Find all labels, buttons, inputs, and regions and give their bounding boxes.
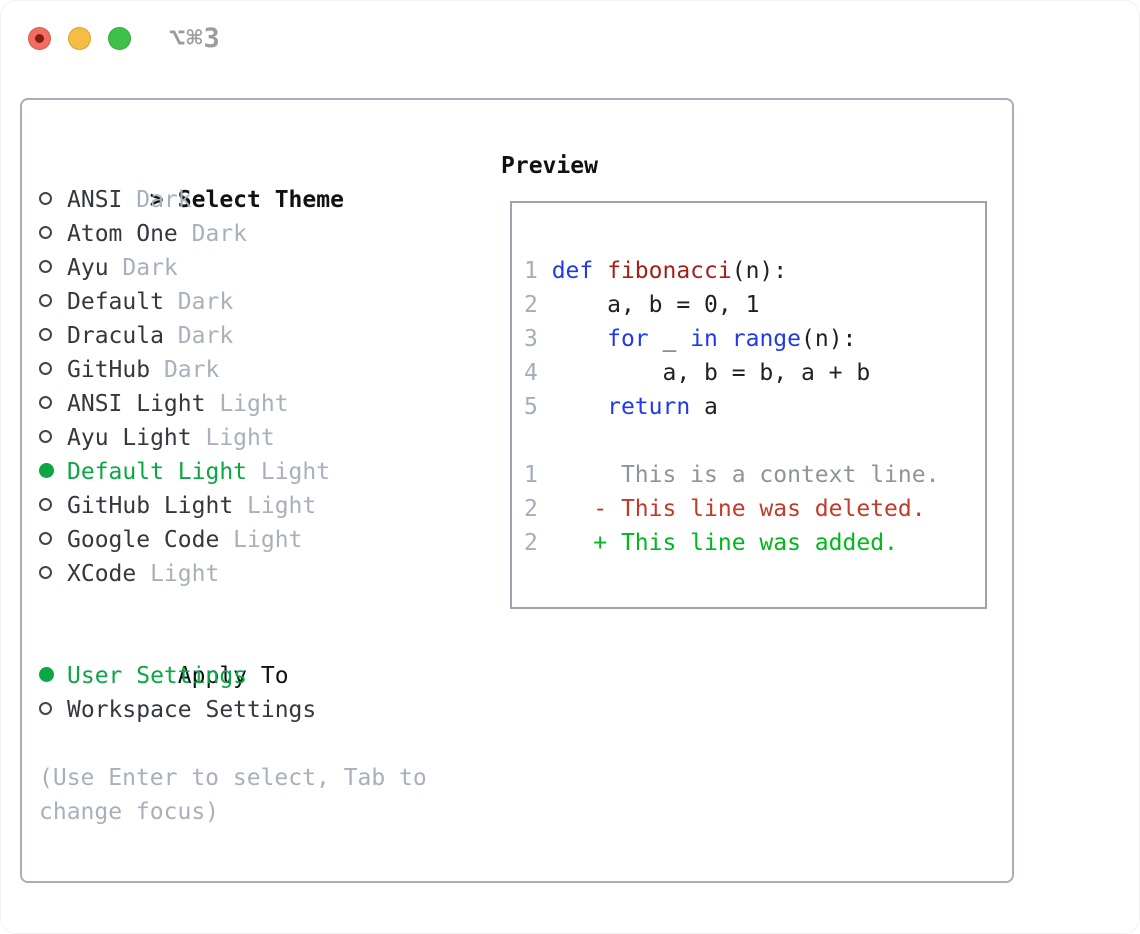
code-line-3: 3 for _ in range(n): [524, 326, 857, 352]
radio-icon [39, 566, 52, 579]
theme-name: GitHub Light [67, 493, 234, 519]
theme-option-ansi-light[interactable]: ANSI Light Light [39, 387, 484, 421]
theme-name: Ayu [67, 255, 109, 281]
diff-deleted-line: 2 - This line was deleted. [524, 496, 926, 522]
theme-option-default-light[interactable]: Default Light Light [39, 455, 484, 489]
theme-variant-label: Light [136, 561, 220, 587]
close-dot-icon [35, 34, 44, 43]
theme-name: Google Code [67, 527, 220, 553]
apply-option-label: User Settings [67, 663, 248, 689]
theme-option-ayu[interactable]: Ayu Dark [39, 251, 484, 285]
apply-option-label: Workspace Settings [67, 697, 317, 723]
code-line-5: 5 return a [524, 394, 718, 420]
code-preview: 1 def fibonacci(n): 2 a, b = 0, 1 3 for _ … [524, 254, 977, 560]
code-line-2: 2 a, b = 0, 1 [524, 292, 760, 318]
traffic-light-zoom-button[interactable] [108, 27, 131, 50]
theme-name: Default [67, 289, 164, 315]
theme-option-dracula[interactable]: Dracula Dark [39, 319, 484, 353]
diff-context-line: 1 This is a context line. [524, 462, 940, 488]
preview-title: Preview [501, 153, 598, 179]
theme-option-github-light[interactable]: GitHub Light Light [39, 489, 484, 523]
theme-variant-label: Dark [122, 187, 192, 213]
radio-icon [39, 532, 52, 545]
help-text: (Use Enter to select, Tab to change focu… [39, 765, 427, 825]
theme-name: Atom One [67, 221, 178, 247]
theme-name: Ayu Light [67, 425, 192, 451]
spacer [39, 727, 484, 761]
theme-name: ANSI [67, 187, 123, 213]
radio-icon [39, 498, 52, 511]
titlebar: ⌥⌘3 [1, 1, 1139, 76]
theme-name: Dracula [67, 323, 164, 349]
code-line-4: 4 a, b = b, a + b [524, 360, 871, 386]
diff-added-line: 2 + This line was added. [524, 530, 898, 556]
radio-selected-icon [39, 463, 54, 478]
theme-option-atom-one[interactable]: Atom One Dark [39, 217, 484, 251]
traffic-light-close-button[interactable] [28, 27, 51, 50]
apply-option-workspace-settings[interactable]: Workspace Settings [39, 693, 484, 727]
theme-option-ayu-light[interactable]: Ayu Light Light [39, 421, 484, 455]
blank-line [524, 424, 977, 458]
traffic-light-minimize-button[interactable] [68, 27, 91, 50]
window-shortcut-label: ⌥⌘3 [169, 23, 221, 54]
theme-variant-label: Dark [108, 255, 178, 281]
radio-icon [39, 226, 52, 239]
theme-option-xcode[interactable]: XCode Light [39, 557, 484, 591]
theme-name: GitHub [67, 357, 151, 383]
radio-icon [39, 362, 52, 375]
theme-variant-label: Light [247, 459, 331, 485]
theme-name: Default Light [67, 459, 248, 485]
spacer [39, 591, 484, 625]
theme-variant-label: Dark [163, 289, 234, 315]
theme-variant-label: Light [219, 527, 303, 553]
preview-box: 1 def fibonacci(n): 2 a, b = 0, 1 3 for _ … [510, 201, 987, 609]
apply-to-title: Apply To [177, 663, 289, 689]
theme-option-github[interactable]: GitHub Dark [39, 353, 484, 387]
theme-variant-label: Dark [163, 323, 234, 349]
apply-to-header: Apply To [39, 625, 484, 689]
radio-icon [39, 396, 52, 409]
radio-icon [39, 328, 52, 341]
theme-option-default[interactable]: Default Dark [39, 285, 484, 319]
radio-selected-icon [39, 667, 54, 682]
apply-option-user-settings[interactable]: User Settings [39, 659, 484, 693]
radio-icon [39, 260, 52, 273]
theme-variant-label: Dark [177, 221, 248, 247]
theme-variant-label: Light [205, 391, 289, 417]
theme-variant-label: Dark [150, 357, 220, 383]
code-line-1: 1 def fibonacci(n): [524, 258, 788, 284]
select-theme-header: > Select Theme [39, 149, 484, 213]
radio-icon [39, 294, 52, 307]
theme-variant-label: Light [233, 493, 317, 519]
radio-icon [39, 430, 52, 443]
focus-caret-icon: > [149, 187, 164, 213]
theme-name: XCode [67, 561, 137, 587]
theme-name: ANSI Light [67, 391, 206, 417]
theme-option-google-code[interactable]: Google Code Light [39, 523, 484, 557]
select-theme-title: Select Theme [177, 187, 344, 213]
radio-icon [39, 702, 52, 715]
theme-variant-label: Light [191, 425, 275, 451]
theme-option-ansi[interactable]: ANSI Dark [39, 183, 484, 217]
radio-icon [39, 192, 52, 205]
